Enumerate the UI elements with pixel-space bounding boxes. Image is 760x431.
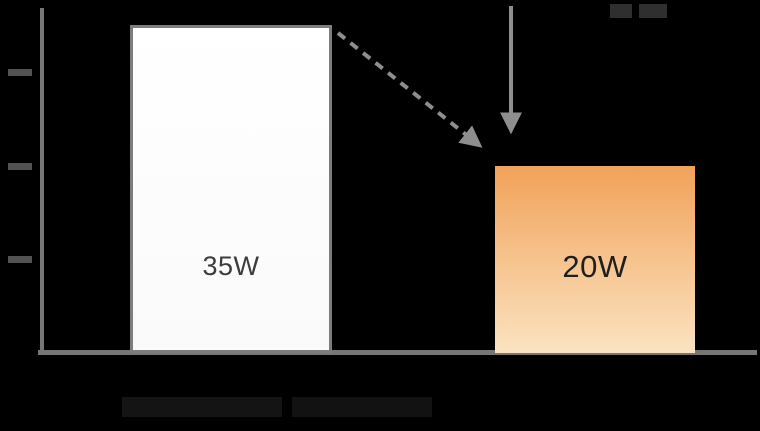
y-axis-line (40, 8, 44, 354)
x-axis-line (38, 350, 757, 355)
bar-35w-value-label: 35W (202, 251, 260, 281)
bar-35w: 35W (130, 25, 332, 353)
bar-20w: 20W (495, 166, 695, 353)
y-tick-mark-20 (8, 163, 32, 170)
y-tick-mark-10 (8, 256, 32, 263)
illegible-text-fragment-top-right-1 (610, 4, 632, 18)
illegible-caption-fragment-2 (292, 397, 432, 417)
illegible-caption-fragment-1 (122, 397, 282, 417)
dashed-decrease-arrow (336, 31, 483, 148)
bar-20w-value-label: 20W (562, 249, 628, 284)
illegible-text-fragment-top-right-2 (639, 4, 667, 18)
y-tick-mark-30 (8, 69, 32, 76)
